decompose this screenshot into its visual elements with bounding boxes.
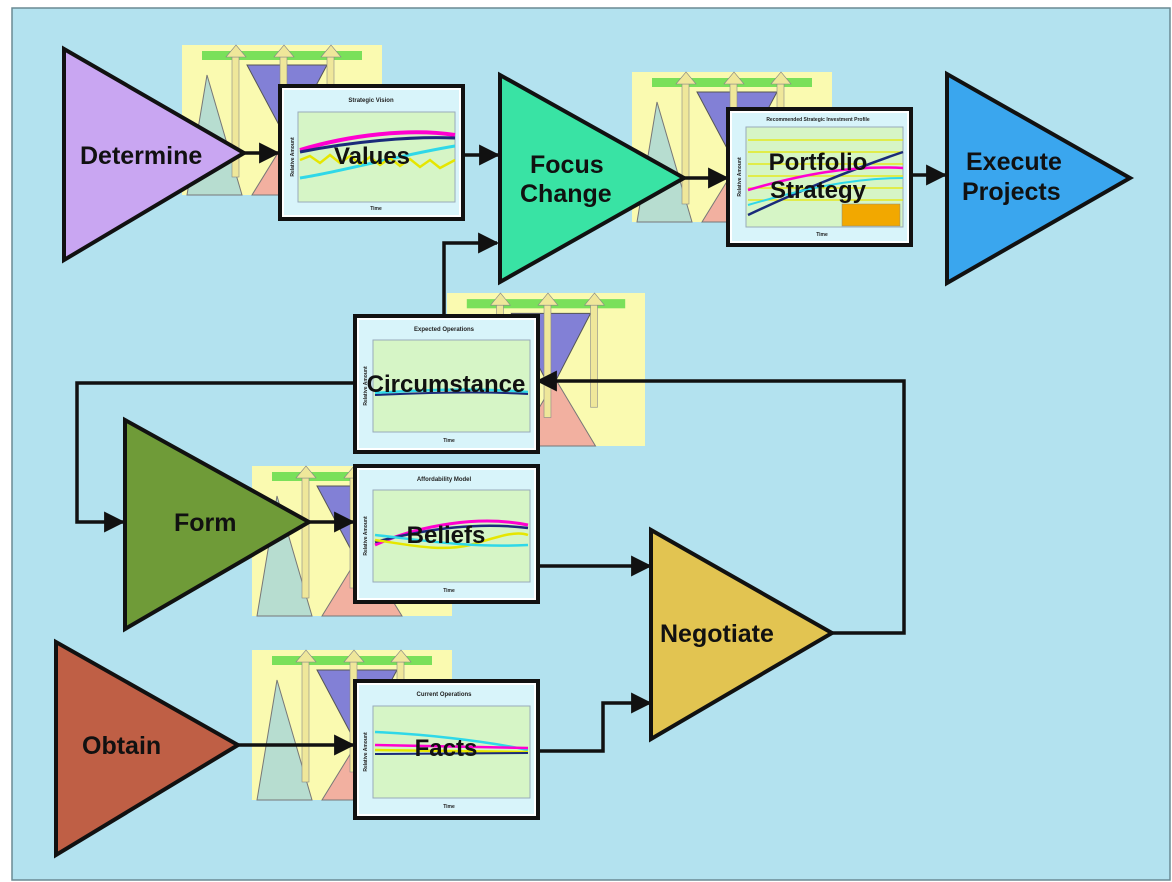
beliefs-chart-xlabel: Time: [443, 588, 455, 594]
portfolio-chart-title: Recommended Strategic Investment Profile: [766, 117, 870, 123]
circumstance-chart-title: Expected Operations: [414, 327, 475, 333]
portfolio-chart-xlabel: Time: [816, 232, 828, 238]
chart-card-facts: Current Operations Time Relative Amount …: [353, 679, 540, 820]
negotiate-label: Negotiate: [660, 620, 774, 648]
determine-label: Determine: [80, 142, 202, 170]
portfolio-label-2: Strategy: [770, 177, 867, 204]
values-chart-title: Strategic Vision: [348, 98, 394, 104]
stage-form: Form: [123, 416, 314, 633]
portfolio-label-1: Portfolio: [769, 149, 868, 176]
beliefs-chart-title: Affordability Model: [417, 477, 472, 483]
obtain-triangle: [54, 638, 242, 859]
values-chart-ylabel: Relative Amount: [290, 137, 296, 177]
execute-label-2: Projects: [962, 178, 1061, 206]
circumstance-chart-ylabel: Relative Amount: [363, 366, 369, 406]
determine-triangle: [62, 45, 248, 264]
obtain-label: Obtain: [82, 732, 161, 760]
chart-card-circumstance: Expected Operations Time Relative Amount…: [353, 314, 540, 454]
facts-chart-xlabel: Time: [443, 804, 455, 810]
beliefs-chart-ylabel: Relative Amount: [363, 516, 369, 556]
beliefs-label: Beliefs: [407, 522, 486, 549]
focus-change-label-2: Change: [520, 180, 612, 208]
values-label: Values: [334, 143, 410, 170]
execute-projects-triangle: [945, 70, 1135, 287]
stage-determine: Determine: [62, 45, 248, 264]
facts-label: Facts: [415, 735, 478, 762]
stage-focus-change: Focus Change: [498, 71, 689, 286]
portfolio-legend-box: [841, 203, 901, 227]
facts-chart-title: Current Operations: [416, 692, 472, 698]
focus-change-label-1: Focus: [530, 151, 604, 179]
circumstance-plot-area: [372, 339, 531, 433]
chart-card-values: Strategic Vision Time Relative Amount Va…: [278, 84, 465, 221]
stage-execute-projects: Execute Projects: [945, 70, 1135, 287]
execute-label-1: Execute: [966, 148, 1062, 176]
values-chart-xlabel: Time: [370, 206, 382, 212]
form-triangle: [123, 416, 314, 633]
chart-card-beliefs: Affordability Model Time Relative Amount…: [353, 464, 540, 604]
facts-chart-ylabel: Relative Amount: [363, 732, 369, 772]
negotiate-triangle: [649, 526, 837, 743]
stage-obtain: Obtain: [54, 638, 242, 859]
stage-negotiate: Negotiate: [649, 526, 837, 743]
form-label: Form: [174, 509, 237, 537]
chart-card-portfolio: Recommended Strategic Investment Profile…: [726, 107, 913, 247]
portfolio-chart-ylabel: Relative Amount: [737, 157, 743, 197]
connectors: [75, 142, 948, 756]
values-plot-area: [297, 111, 456, 203]
circumstance-chart-xlabel: Time: [443, 438, 455, 444]
circumstance-label: Circumstance: [367, 371, 526, 398]
focus-change-triangle: [498, 71, 689, 286]
